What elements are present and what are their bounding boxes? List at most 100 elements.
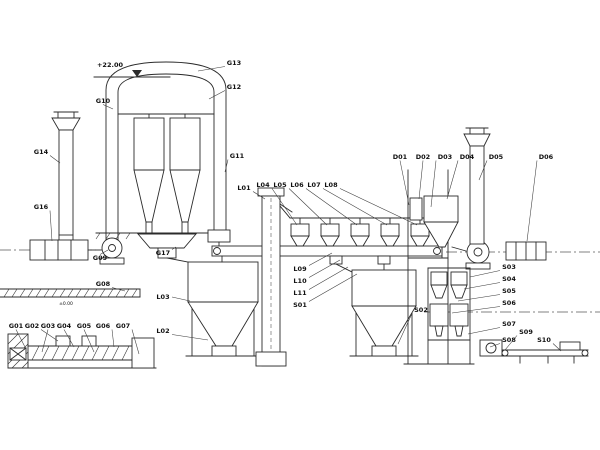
label-D01: D01 xyxy=(393,153,408,161)
leader-L11 xyxy=(308,266,349,290)
leader-S08 xyxy=(489,343,501,348)
label-L03: L03 xyxy=(156,293,169,301)
label-D04: D04 xyxy=(460,153,475,161)
label-L10: L10 xyxy=(293,277,307,285)
leader-G04 xyxy=(63,329,75,348)
label-L02: L02 xyxy=(156,327,169,335)
label-L07: L07 xyxy=(307,181,320,189)
label-G12: G12 xyxy=(227,83,241,91)
leader-S02 xyxy=(397,313,413,345)
mill-cyclone-body xyxy=(423,195,459,223)
leader-G17 xyxy=(171,246,177,250)
label-G11: G11 xyxy=(230,152,245,160)
label-G01: G01 xyxy=(9,322,24,330)
label-S05: S05 xyxy=(502,287,516,295)
product-hopper-right xyxy=(349,269,419,357)
label-L05: L05 xyxy=(273,181,287,189)
cyclone-collecting-hopper xyxy=(137,233,197,249)
label-G14: G14 xyxy=(34,148,49,156)
elevation-label-top: +22.00 xyxy=(97,61,123,69)
leader-G11 xyxy=(224,159,229,173)
outlet-silencer xyxy=(505,241,547,261)
label-D05: D05 xyxy=(489,153,504,161)
label-L09: L09 xyxy=(293,265,307,273)
bucket-elevator xyxy=(255,187,293,367)
leader-L05 xyxy=(288,188,328,226)
label-L08: L08 xyxy=(324,181,338,189)
leader-D03 xyxy=(430,160,437,208)
leader-S04 xyxy=(463,282,501,290)
return-air-duct: ±0.00 xyxy=(0,288,141,307)
leader-L04 xyxy=(271,188,298,226)
silencer-left xyxy=(29,239,103,261)
cyclone-group xyxy=(95,113,209,265)
label-G17: G17 xyxy=(156,249,170,257)
elevator-boot xyxy=(131,337,155,369)
label-D03: D03 xyxy=(438,153,452,161)
exhaust-stack-left xyxy=(51,111,81,241)
leader-G16 xyxy=(49,210,53,242)
leader-G13 xyxy=(197,66,226,72)
airlock-valve-1 xyxy=(329,255,343,265)
leader-L02 xyxy=(171,334,209,341)
exhaust-stack-right xyxy=(463,127,491,245)
leader-S09 xyxy=(504,335,518,351)
airlock-valve-2 xyxy=(377,255,391,265)
mill-cyclone-cone xyxy=(423,221,459,248)
label-S02: S02 xyxy=(414,306,428,314)
leader-G08 xyxy=(111,287,126,292)
elevation-marker: +22.00 xyxy=(93,61,171,78)
leader-G01 xyxy=(15,329,27,350)
feed-conveyor xyxy=(7,333,157,369)
feeder-cyclone-row xyxy=(289,217,430,247)
leader-D05 xyxy=(478,160,488,181)
elevation-label-mid: ±0.00 xyxy=(59,301,73,307)
bag-sewing-machine xyxy=(479,339,503,357)
label-G04: G04 xyxy=(57,322,72,330)
leader-G12 xyxy=(208,90,226,100)
label-S04: S04 xyxy=(502,275,516,283)
packing-station xyxy=(423,267,475,365)
label-G06: G06 xyxy=(96,322,111,330)
label-L04: L04 xyxy=(256,181,270,189)
label-D02: D02 xyxy=(416,153,430,161)
label-L11: L11 xyxy=(293,289,307,297)
label-G07: G07 xyxy=(116,322,130,330)
leader-S06 xyxy=(451,306,501,314)
label-S01: S01 xyxy=(293,301,307,309)
label-G02: G02 xyxy=(25,322,39,330)
leader-G14 xyxy=(49,155,61,164)
main-fan xyxy=(99,237,125,265)
belt-conveyor xyxy=(501,341,589,364)
label-G16: G16 xyxy=(34,203,49,211)
leader-L08 xyxy=(339,188,418,226)
elevation-triangle-icon xyxy=(132,70,142,77)
label-S07: S07 xyxy=(502,320,516,328)
leader-D02 xyxy=(418,160,424,200)
leader-G03 xyxy=(41,329,49,353)
leader-D01 xyxy=(399,160,410,206)
leader-G07 xyxy=(131,329,140,355)
leader-G02 xyxy=(40,329,59,342)
label-D06: D06 xyxy=(539,153,554,161)
product-hopper-left xyxy=(185,255,261,357)
label-G13: G13 xyxy=(227,59,241,67)
riser-gooseneck-duct xyxy=(105,61,231,247)
mill-building xyxy=(403,169,467,365)
leader-S07 xyxy=(467,327,501,335)
leader-S10 xyxy=(552,343,562,352)
mill-fan xyxy=(465,240,491,270)
leader-L01 xyxy=(252,191,266,200)
label-G09: G09 xyxy=(93,254,108,262)
label-L01: L01 xyxy=(237,184,251,192)
leader-S03 xyxy=(469,270,501,278)
leader-G09 xyxy=(99,249,109,255)
leader-G06 xyxy=(111,329,115,348)
leader-L03 xyxy=(171,296,191,302)
label-G10: G10 xyxy=(96,97,111,105)
mill-feeder xyxy=(409,197,423,221)
leader-S05 xyxy=(457,294,501,302)
label-G08: G08 xyxy=(96,280,111,288)
